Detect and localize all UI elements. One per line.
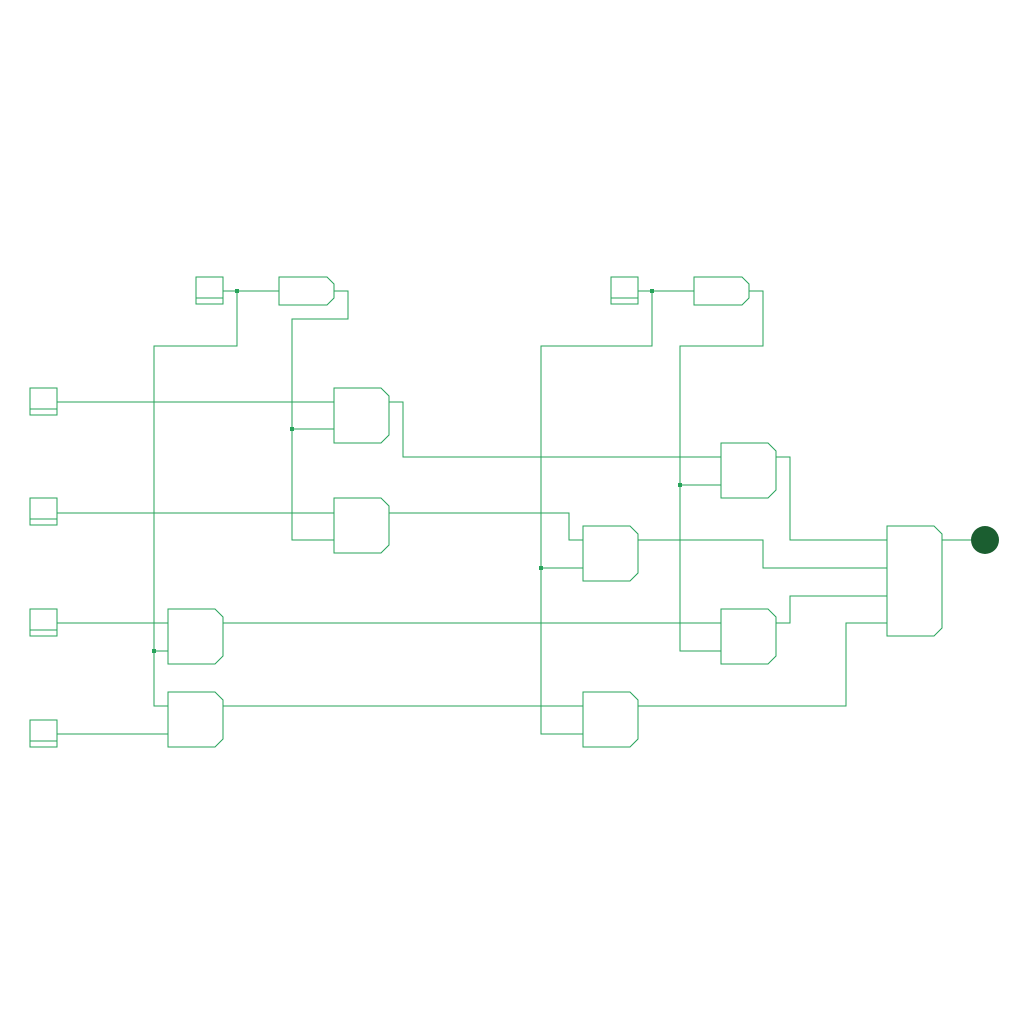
- wire-19: [638, 539, 887, 569]
- gate-g1[interactable]: [278, 276, 335, 306]
- gate-g8[interactable]: [582, 691, 639, 748]
- junction-dot-2: [290, 427, 294, 431]
- wire-2: [153, 291, 238, 707]
- gate-g7[interactable]: [582, 525, 639, 582]
- wire-11: [389, 512, 583, 541]
- junction-dot-3: [152, 649, 156, 653]
- junction-dot-5: [678, 483, 682, 487]
- gate-layer: [167, 276, 943, 748]
- output-indicator-out: [971, 526, 999, 554]
- output-layer: [971, 526, 999, 554]
- input-in-e[interactable]: [29, 608, 58, 637]
- input-in-c[interactable]: [29, 387, 58, 416]
- gate-g2[interactable]: [693, 276, 750, 306]
- junction-dot-4: [650, 289, 654, 293]
- wire-15: [540, 291, 653, 735]
- input-in-f[interactable]: [29, 719, 58, 748]
- input-in-b[interactable]: [610, 276, 639, 305]
- gate-g5[interactable]: [167, 608, 224, 665]
- input-layer: [29, 276, 639, 748]
- gate-g10[interactable]: [720, 608, 777, 665]
- gate-g6[interactable]: [167, 691, 224, 748]
- input-in-d[interactable]: [29, 497, 58, 526]
- input-in-a[interactable]: [195, 276, 224, 305]
- gate-g11[interactable]: [886, 525, 943, 637]
- wire-17: [679, 290, 764, 652]
- wire-4: [291, 290, 349, 541]
- wire-20: [638, 622, 887, 707]
- wire-10: [389, 401, 721, 458]
- wire-21: [776, 456, 887, 541]
- gate-g4[interactable]: [333, 497, 390, 554]
- wire-22: [776, 595, 887, 624]
- gate-g9[interactable]: [720, 442, 777, 499]
- wire-layer: [57, 290, 971, 735]
- gate-g3[interactable]: [333, 387, 390, 444]
- junction-dot-1: [235, 289, 239, 293]
- junction-dot-6: [539, 566, 543, 570]
- junction-layer: [152, 289, 682, 653]
